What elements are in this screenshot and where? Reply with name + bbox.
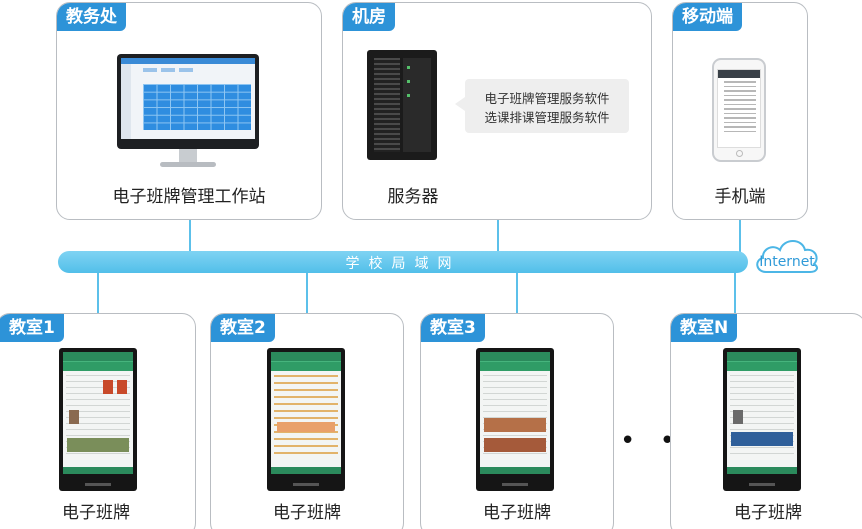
server-icon [367,50,437,160]
classroom-tag-2: 教室2 [211,314,275,342]
office-tag: 教务处 [57,3,126,31]
software-bubble: 电子班牌管理服务软件 选课排课管理服务软件 [455,79,629,133]
classroom-caption-n: 电子班牌 [734,503,802,523]
server-connector [497,219,499,252]
classroom3-connector [516,272,518,314]
classroom-caption-2: 电子班牌 [273,503,341,523]
classroom2-connector [306,272,308,314]
school-lan-bus: 学校局域网 [58,251,748,273]
bubble-line-1: 电子班牌管理服务软件 [484,91,610,106]
kiosk-icon [59,348,137,491]
classroom-tag-1: 教室1 [0,314,64,342]
classroom-caption-1: 电子班牌 [62,503,130,523]
classroom-tag-n: 教室N [671,314,738,342]
classroomN-connector [734,272,736,314]
office-caption: 电子班牌管理工作站 [112,187,266,207]
internet-label: Internet [759,254,815,270]
mobile-caption: 手机端 [714,187,766,207]
cloud-icon [756,240,818,273]
kiosk-icon [476,348,554,491]
office-panel: 教务处 电子班牌管理工作站 [56,2,322,220]
server-room-tag: 机房 [343,3,395,31]
kiosk-icon [723,348,801,491]
mobile-tag: 移动端 [673,3,742,31]
mobile-connector [739,219,741,252]
classroom-tag-3: 教室3 [421,314,485,342]
bubble-line-2: 选课排课管理服务软件 [484,110,610,125]
classroom-caption-3: 电子班牌 [483,503,551,523]
mobile-panel: 移动端 手机端 [672,2,808,220]
classroom1-connector [97,272,99,314]
lan-label: 学校局域网 [345,256,461,272]
office-connector [189,219,191,252]
phone-icon [712,58,766,162]
server-caption: 服务器 [387,187,439,207]
kiosk-icon [267,348,345,491]
